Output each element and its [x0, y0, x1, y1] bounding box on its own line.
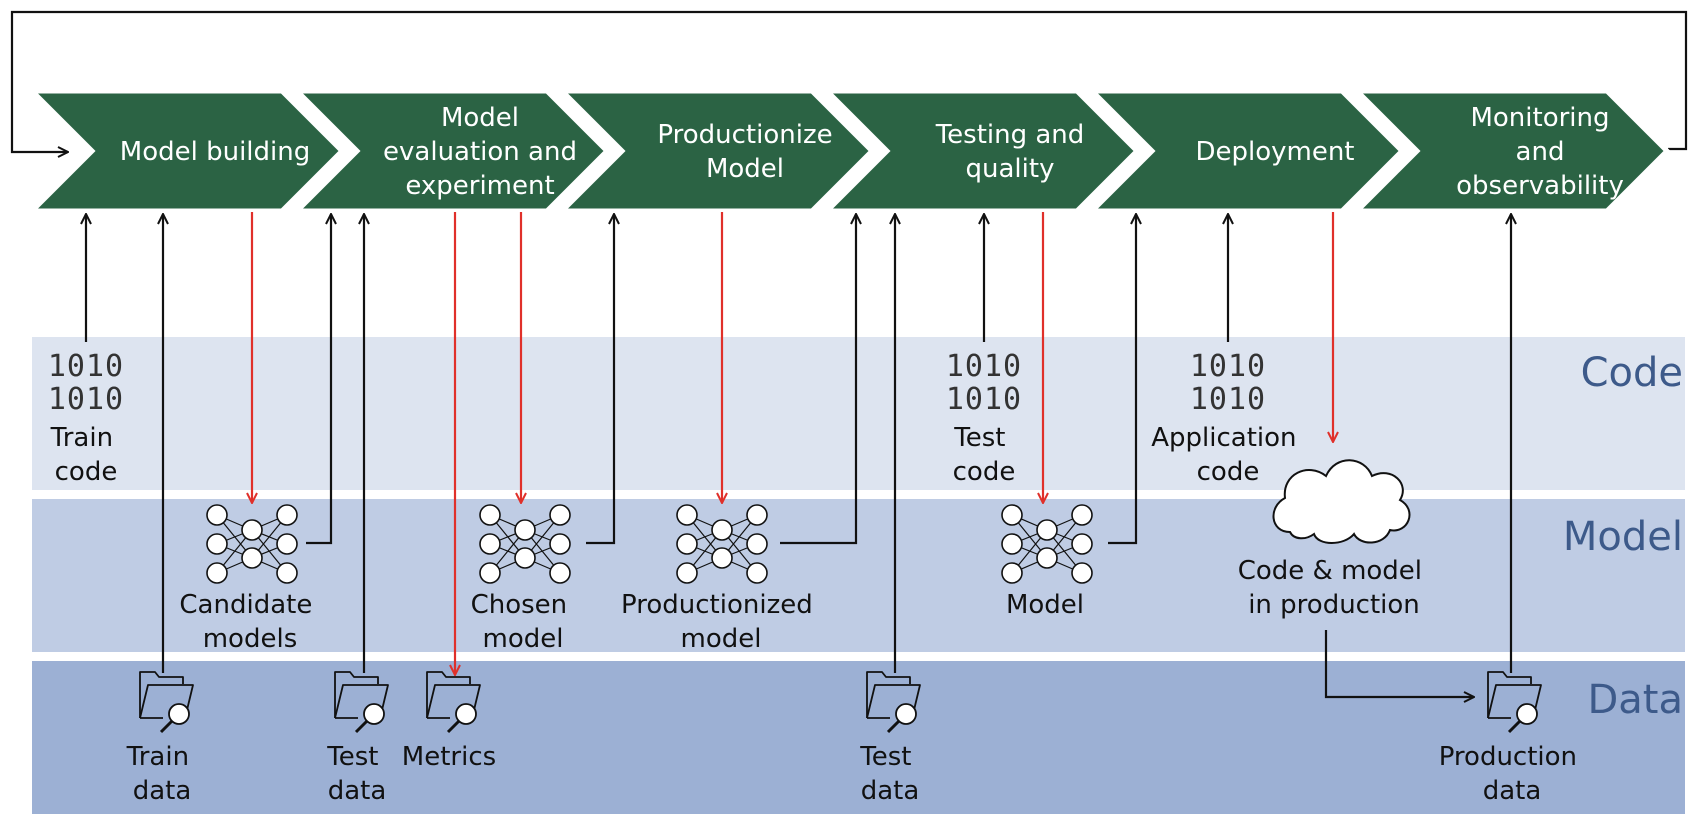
stage-testing-and-quality-chevron [820, 88, 1141, 214]
stage-deployment-chevron [1085, 88, 1406, 214]
stage-deployment-label: Deployment [1195, 137, 1354, 167]
binary-icon: 1010 1010 [946, 349, 1022, 417]
stage-monitoring-and-observability-chevron [1350, 88, 1671, 214]
train-code-label: Train code [50, 423, 122, 487]
model-to-deployment-arrow [1108, 214, 1136, 545]
stage-model-building-label: Model building [120, 137, 310, 167]
svg-text:1010: 1010 [946, 382, 1022, 417]
binary-icon: 1010 1010 [1190, 349, 1266, 417]
svg-text:1010: 1010 [48, 382, 124, 417]
code-and-model-in-production-label: Code & model in production [1238, 556, 1431, 620]
metrics-label: Metrics [402, 742, 496, 772]
productionized-model-label: Productionized model [621, 590, 821, 654]
data-band [32, 661, 1685, 814]
candidate-models-to-evaluation-arrow [306, 214, 331, 545]
binary-icon: 1010 1010 [48, 349, 124, 417]
band-label-model: Model [1563, 514, 1683, 560]
chosen-model-to-productionize-arrow [586, 214, 614, 545]
stage-productionize-model-chevron [555, 88, 876, 214]
band-label-code: Code [1581, 350, 1683, 396]
test-code-label: Test code [953, 423, 1016, 487]
candidate-models-label: Candidate models [179, 590, 320, 654]
band-label-data: Data [1587, 677, 1683, 723]
production-to-production-data-arrow [1324, 630, 1474, 697]
svg-text:1010: 1010 [946, 349, 1022, 384]
stage-model-evaluation-and-experiment-chevron [290, 88, 611, 214]
model-label: Model [1006, 590, 1084, 620]
production-data-label: Production data [1439, 742, 1586, 806]
test-data-label: Test data [859, 742, 919, 806]
application-code-label: Application code [1151, 423, 1305, 487]
cloud-icon [1272, 459, 1411, 544]
svg-text:1010: 1010 [1190, 382, 1266, 417]
feedback-loop-arrow [10, 10, 1688, 152]
svg-text:1010: 1010 [1190, 349, 1266, 384]
stage-model-building-chevron [25, 88, 346, 214]
model-band [32, 499, 1685, 652]
code-band [32, 337, 1685, 490]
productionized-model-to-testing-arrow [780, 214, 856, 545]
test-data-label: Test data [326, 742, 386, 806]
svg-text:1010: 1010 [48, 349, 124, 384]
train-data-label: Train data [126, 742, 198, 806]
chosen-model-label: Chosen model [471, 590, 576, 654]
input-arrows [86, 214, 1511, 697]
output-arrows [252, 212, 1333, 675]
